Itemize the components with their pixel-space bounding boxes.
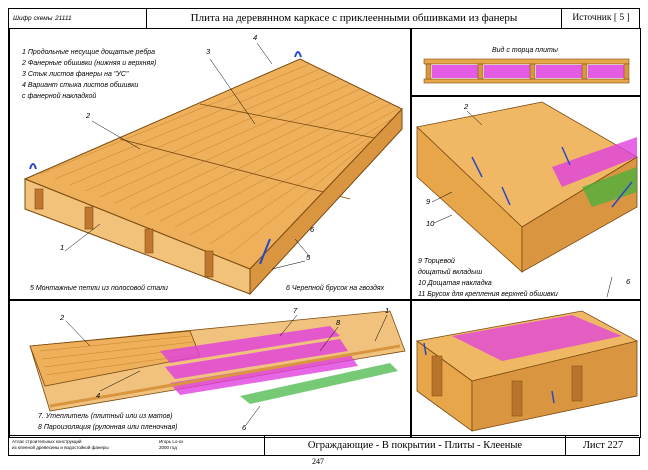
exploded-legend-8: 8 Пароизоляция (рулонная или пленочная) xyxy=(38,424,178,431)
detail-legend-11: 11 Брусок для крепления верхней обшивки xyxy=(418,291,558,298)
end-view-caption: Вид с торца плиты xyxy=(492,47,558,54)
main-slab-drawing xyxy=(23,42,403,296)
end-view-drawing xyxy=(423,58,630,84)
sheet-number: Лист 227 xyxy=(582,440,624,451)
classification-path: Ограждающие - В покрытии - Плиты - Клеен… xyxy=(265,436,566,455)
scheme-code-label: Шифр схемы xyxy=(13,15,53,22)
vapor-barrier-fill xyxy=(582,167,637,207)
caption-lifting-loops: 5 Монтажные петли из полосовой стали xyxy=(30,285,168,292)
exploded-slab-drawing xyxy=(29,310,406,426)
corner-insulation xyxy=(452,315,622,361)
detail-legend-9-cont: дощатый вкладыш xyxy=(418,269,483,276)
detail-callout-10: 10 xyxy=(426,219,435,228)
vapor-barrier xyxy=(240,363,398,404)
top-plywood-skin xyxy=(423,58,630,65)
insulation-block xyxy=(165,339,348,379)
legend-item-1: 1 Продольные несущие дощатые ребра xyxy=(22,49,156,56)
slab-top-surface xyxy=(23,58,403,270)
title-block-header: Шифр схемы 21111 Плита на деревянном кар… xyxy=(9,9,639,29)
page-number: 247 xyxy=(312,457,324,466)
legend-item-4: 4 Вариант стыка листов обшивки xyxy=(22,82,139,89)
drawing-sheet: Шифр схемы 21111 Плита на деревянном кар… xyxy=(8,8,641,456)
bottom-plywood-skin xyxy=(423,78,630,84)
exploded-legend-7: 7. Утеплитель (плитный или из матов) xyxy=(38,413,173,420)
panel-assembled-corner xyxy=(411,300,641,438)
legend-item-2: 2 Фанерные обшивки (нижняя и верхняя) xyxy=(22,60,157,67)
callout-4: 4 xyxy=(253,33,258,42)
lifting-loop-icon xyxy=(259,238,271,265)
panel-main-isometric: 1 Продольные несущие дощатые ребра 2 Фан… xyxy=(9,28,411,300)
detail-callout-6: 6 xyxy=(626,277,631,286)
atlas-line-3: Игорь Lo-xx xyxy=(159,439,184,444)
panel-exploded-view: 2 7 8 1 4 6 7. Утеплитель (плитный или и… xyxy=(9,300,411,438)
insulation-block xyxy=(160,326,340,363)
exploded-callout-2: 2 xyxy=(60,313,65,322)
detail-legend-9: 9 Торцевой xyxy=(418,258,455,265)
exploded-callout-6: 6 xyxy=(242,423,247,432)
lifting-loop-icon xyxy=(294,51,302,58)
callout-2: 2 xyxy=(86,111,91,120)
legend-item-3: 3 Стык листов фанеры на "УС" xyxy=(22,71,129,78)
corner-detail-drawing xyxy=(416,101,638,298)
atlas-line-1: Атлас строительных конструкций xyxy=(12,439,82,444)
callout-3: 3 xyxy=(206,47,211,56)
detail-callout-2: 2 xyxy=(464,102,469,111)
lifting-loop-icon xyxy=(29,163,37,170)
callout-6: 6 xyxy=(310,225,315,234)
scheme-code-value: 21111 xyxy=(55,15,72,22)
slab-end-face xyxy=(249,107,403,296)
exploded-callout-4: 4 xyxy=(96,391,101,400)
atlas-line-4: 2000 год xyxy=(159,444,177,450)
callout-5: 5 xyxy=(306,253,311,262)
caption-cranial-bar: 6 Черепной брусок на гвоздях xyxy=(286,285,385,292)
scheme-code-cell: Шифр схемы 21111 xyxy=(9,9,147,28)
assembled-corner-drawing xyxy=(416,310,639,432)
exploded-callout-8: 8 xyxy=(336,318,341,327)
exploded-callout-7: 7 xyxy=(293,306,298,315)
plywood-joint-line xyxy=(119,138,351,200)
plywood-joint-line xyxy=(199,103,381,140)
insulation-fill xyxy=(552,137,637,187)
source-ref: Источник [ 5 ] xyxy=(572,13,630,23)
exploded-callout-1: 1 xyxy=(385,306,390,315)
detail-callout-9: 9 xyxy=(426,197,431,206)
panel-end-view: Вид с торца плиты xyxy=(411,28,641,96)
callout-1: 1 xyxy=(60,243,65,252)
legend-item-4-cont: с фанерной накладкой xyxy=(22,93,97,100)
insulation-block xyxy=(170,354,358,395)
detail-legend-10: 10 Дощатая накладка xyxy=(418,280,492,287)
atlas-line-2: из клееной древесины и водостойкой фанер… xyxy=(12,444,109,450)
sheet-title: Плита на деревянном каркасе с приклеенны… xyxy=(147,9,562,28)
panel-corner-detail: 2 9 10 6 9 Торцевой дощатый вкладыш 10 Д… xyxy=(411,96,641,300)
